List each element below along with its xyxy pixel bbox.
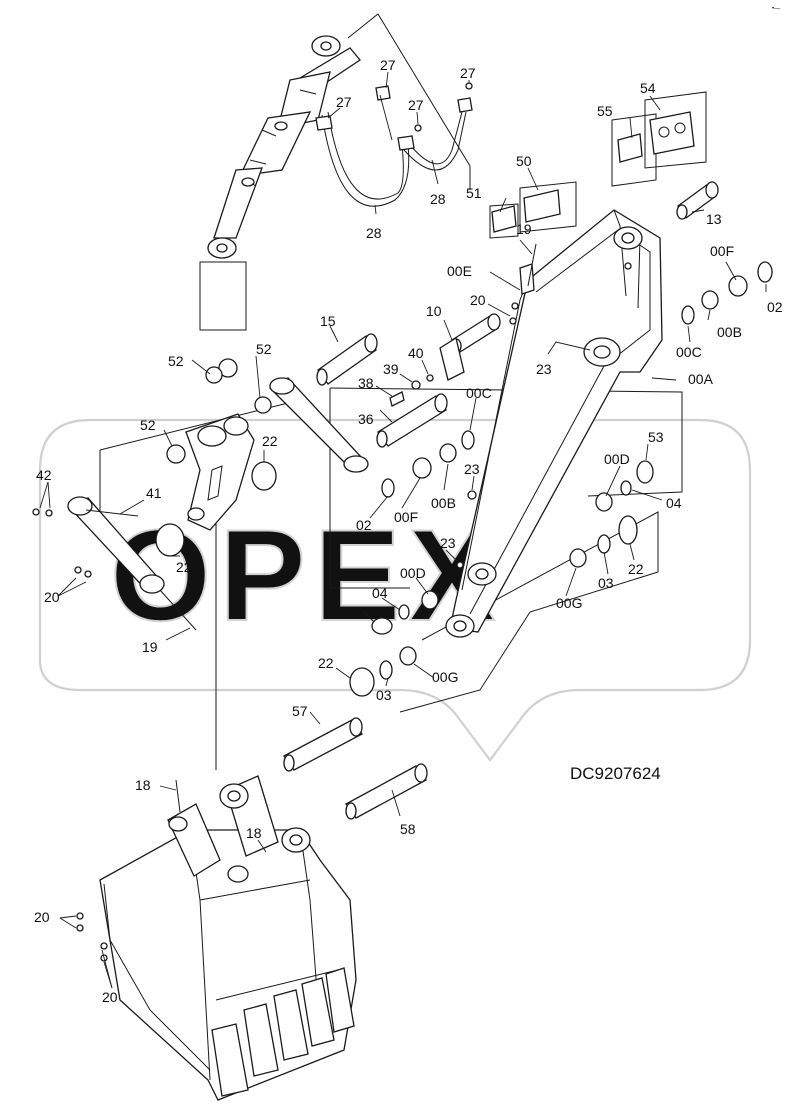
callout-00B: 00B: [717, 324, 742, 340]
pin-36: [376, 393, 448, 448]
callout-18: 18: [135, 777, 151, 793]
callout-00C: 00C: [466, 385, 492, 401]
callout-13: 13: [706, 211, 722, 227]
callout-51: 51: [466, 185, 482, 201]
callout-00C: 00C: [676, 344, 702, 360]
shims: [491, 111, 695, 233]
bolts: [32, 243, 537, 962]
callout-23: 23: [464, 461, 480, 477]
pin-58: [345, 763, 428, 820]
callout-28: 28: [430, 191, 446, 207]
callout-42: 42: [36, 467, 52, 483]
callout-20: 20: [34, 909, 50, 925]
callout-27: 27: [380, 57, 396, 73]
callout-40: 40: [408, 345, 424, 361]
callout-00G: 00G: [556, 595, 582, 611]
callout-22: 22: [318, 655, 334, 671]
callout-03: 03: [598, 575, 614, 591]
callout-36: 36: [358, 411, 374, 427]
callout-20: 20: [470, 292, 486, 308]
callout-20: 20: [102, 989, 118, 1005]
drawing-code: DC9207624: [570, 764, 661, 783]
rings: [155, 261, 773, 697]
leader-lines: [39, 71, 767, 989]
bucket: [99, 775, 357, 1101]
callout-27: 27: [336, 94, 352, 110]
callout-19: 19: [516, 221, 532, 237]
pins: [283, 181, 719, 820]
callout-02: 02: [356, 517, 372, 533]
callout-53: 53: [340, 603, 356, 619]
callout-10: 10: [426, 303, 442, 319]
callout-57: 57: [292, 703, 308, 719]
callout-22: 22: [176, 559, 192, 575]
arm: [445, 209, 663, 638]
callout-00F: 00F: [394, 509, 418, 525]
callout-52: 52: [140, 417, 156, 433]
callout-00D: 00D: [400, 565, 426, 581]
callout-00G: 00G: [432, 669, 458, 685]
callout-52: 52: [168, 353, 184, 369]
callout-02: 02: [767, 299, 783, 315]
callout-22: 22: [628, 561, 644, 577]
callout-58: 58: [400, 821, 416, 837]
callout-00E: 00E: [447, 263, 472, 279]
pin-57: [283, 717, 363, 772]
callout-00B: 00B: [431, 495, 456, 511]
callout-38: 38: [358, 375, 374, 391]
callout-23: 23: [536, 361, 552, 377]
callout-50: 50: [516, 153, 532, 169]
callout-18: 18: [246, 825, 262, 841]
hoses: [315, 82, 473, 207]
callout-23: 23: [440, 535, 456, 551]
callout-54: 54: [640, 80, 656, 96]
callout-27: 27: [408, 97, 424, 113]
callout-19: 19: [142, 639, 158, 655]
pin-15: [316, 333, 378, 386]
callout-00F: 00F: [710, 243, 734, 259]
callout-52: 52: [256, 341, 272, 357]
callout-41: 41: [146, 485, 162, 501]
callout-28: 28: [366, 225, 382, 241]
callout-20: 20: [44, 589, 60, 605]
callout-53: 53: [648, 429, 664, 445]
callout-00A: 00A: [688, 371, 714, 387]
plate-40: [389, 336, 465, 407]
corner-mark: •—: [772, 6, 780, 12]
callout-55: 55: [597, 103, 613, 119]
callout-04: 04: [372, 585, 388, 601]
pin-13: [676, 181, 719, 220]
callout-04: 04: [666, 495, 682, 511]
callout-15: 15: [320, 313, 336, 329]
callout-39: 39: [383, 361, 399, 377]
callout-27: 27: [460, 65, 476, 81]
callout-labels: 27 27 27 27 28 28 50 51 54 55 13 19 00E …: [34, 57, 783, 1005]
links: [67, 377, 369, 594]
callout-00D: 00D: [604, 451, 630, 467]
callout-03: 03: [376, 687, 392, 703]
bucket-cylinder: [207, 35, 361, 259]
callout-22: 22: [262, 433, 278, 449]
